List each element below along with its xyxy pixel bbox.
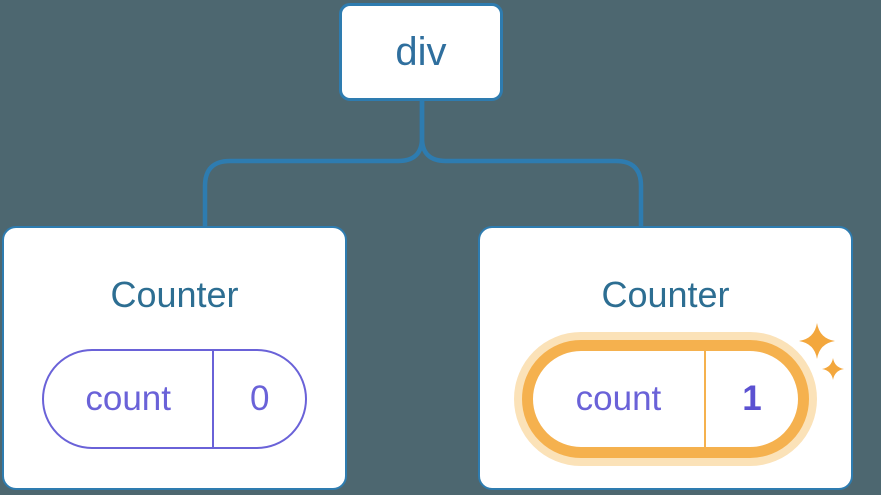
state-key-cell: count [44, 351, 212, 447]
component-title: Counter [110, 274, 239, 315]
state-key-label: count [575, 379, 662, 418]
state-value: 1 [742, 379, 762, 418]
state-value-cell: 0 [212, 351, 305, 447]
state-pill: count 0 [42, 349, 307, 449]
counter-card-left: Counter count 0 [2, 226, 347, 490]
connector-right [419, 100, 644, 228]
state-pill-row: count 1 [480, 324, 851, 474]
root-node: div [339, 3, 503, 101]
counter-card-right: Counter count 1 [478, 226, 853, 490]
component-title: Counter [601, 274, 730, 315]
state-pill: count 1 [522, 340, 809, 458]
connector-left [202, 100, 425, 228]
root-node-label: div [395, 29, 447, 74]
state-value: 0 [249, 379, 270, 418]
state-pill-row: count 0 [4, 324, 345, 474]
state-key-cell: count [533, 351, 704, 447]
state-value-cell: 1 [703, 351, 798, 447]
state-key-label: count [85, 379, 171, 418]
